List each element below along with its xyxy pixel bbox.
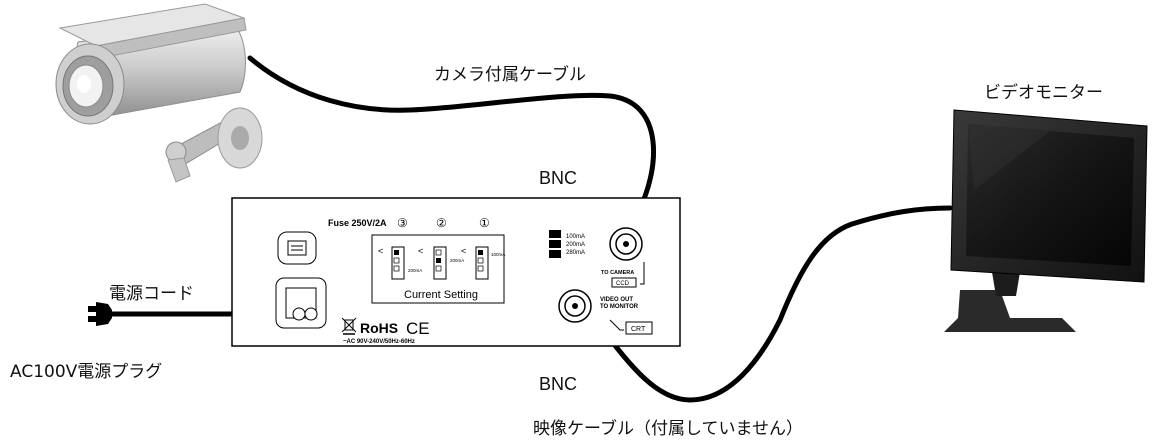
switch-number-2: ② <box>436 216 447 230</box>
switch-1-value: 100mA <box>491 252 505 257</box>
device-back-panel: Fuse 250V/2A ③ ② ① < < < 200mA 200mA <box>231 197 681 347</box>
crt-label: CRT <box>631 326 646 333</box>
legend-200ma: 200mA <box>566 242 585 248</box>
ac-rating-label: ~AC 90V-240V/50Hz-60Hz <box>343 339 415 345</box>
video-monitor-illustration <box>944 109 1148 332</box>
switch-number-1: ① <box>479 216 490 230</box>
legend-100ma: 100mA <box>566 234 585 240</box>
to-camera-label: TO CAMERA <box>601 270 634 276</box>
ce-mark: CE <box>406 319 430 338</box>
bnc-to-camera-connector <box>609 227 643 261</box>
video-cable-label: 映像ケーブル（付属していません） <box>533 419 803 439</box>
bnc-bottom-label: BNC <box>539 374 578 394</box>
ac-plug-label: AC100V電源プラグ <box>10 362 163 382</box>
dip-switch-3 <box>391 246 405 280</box>
video-cable <box>581 205 953 403</box>
ccd-label: CCD <box>616 281 630 287</box>
bnc-top-label: BNC <box>539 168 578 188</box>
legend-280ma: 280mA <box>566 250 585 256</box>
fuse-rating-label: Fuse 250V/2A <box>328 218 387 228</box>
lt-sign-2: < <box>418 246 423 256</box>
bnc-video-out-connector <box>558 289 592 323</box>
ac-plug-icon <box>88 302 112 326</box>
switch-legend <box>549 230 561 258</box>
current-setting-label: Current Setting <box>404 289 478 301</box>
switch-number-3: ③ <box>397 216 408 230</box>
video-out-label: VIDEO OUT <box>600 297 633 303</box>
security-camera-illustration <box>55 3 263 183</box>
switch-2-value: 200mA <box>450 258 464 263</box>
video-monitor-label: ビデオモニター <box>984 83 1103 103</box>
power-cord-label: 電源コード <box>109 284 194 304</box>
weee-bin-icon <box>341 317 357 335</box>
dip-switch-1 <box>475 246 489 280</box>
switch-3-value: 200mA <box>408 268 422 273</box>
lt-sign-1: < <box>378 246 383 256</box>
dip-switch-2 <box>433 246 447 280</box>
camera-cable-label: カメラ付属ケーブル <box>434 65 586 85</box>
lt-sign-3: < <box>461 246 466 256</box>
to-monitor-label: TO MONITOR <box>600 304 639 310</box>
rohs-mark: RoHS <box>360 320 398 336</box>
